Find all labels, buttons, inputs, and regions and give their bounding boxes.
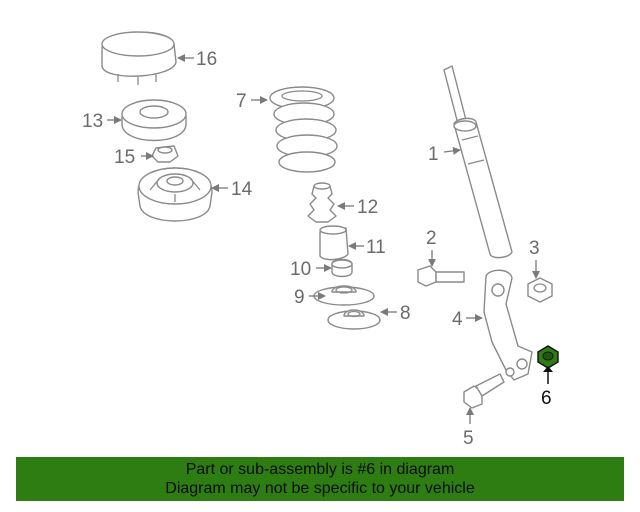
part-15-nut[interactable] — [151, 145, 179, 163]
callout-16: 16 — [196, 49, 217, 70]
parts-diagram: 16 13 15 14 7 12 — [82, 31, 559, 449]
callout-4: 4 — [452, 309, 463, 330]
banner-line-2: Diagram may not be specific to your vehi… — [165, 480, 475, 497]
callout-14: 14 — [231, 179, 253, 200]
callout-7: 7 — [236, 91, 247, 112]
part-6-nut-highlighted[interactable] — [537, 345, 559, 369]
callout-8: 8 — [400, 303, 411, 324]
part-12-bump-stop[interactable] — [307, 182, 337, 223]
part-8-lower-seat[interactable] — [327, 309, 381, 330]
part-13-bearing[interactable] — [121, 99, 187, 142]
part-3-nut[interactable] — [527, 277, 553, 303]
callout-2: 2 — [426, 228, 437, 249]
part-4-bracket[interactable] — [483, 269, 533, 381]
info-banner: Part or sub-assembly is #6 in diagram Di… — [16, 457, 624, 501]
part-5-bolt[interactable] — [463, 373, 505, 409]
part-10-bushing[interactable] — [331, 258, 353, 278]
callout-6: 6 — [541, 388, 552, 409]
callout-10: 10 — [290, 259, 311, 280]
part-7-coil-spring[interactable] — [269, 86, 338, 173]
part-9-spring-seat[interactable] — [313, 285, 375, 306]
part-14-upper-mount[interactable] — [137, 167, 213, 222]
callout-5: 5 — [463, 428, 474, 449]
part-16-cap[interactable] — [101, 31, 177, 85]
part-2-bolt[interactable] — [417, 265, 465, 287]
callout-15: 15 — [114, 147, 135, 168]
part-1-shock-absorber[interactable] — [443, 65, 513, 259]
callout-13: 13 — [82, 111, 103, 132]
callout-3: 3 — [529, 238, 540, 259]
callout-11: 11 — [366, 237, 386, 258]
callout-1: 1 — [428, 144, 439, 165]
part-11-dust-boot[interactable] — [319, 225, 349, 261]
callout-9: 9 — [294, 287, 305, 308]
callout-12: 12 — [357, 197, 378, 218]
banner-line-1: Part or sub-assembly is #6 in diagram — [185, 461, 455, 478]
